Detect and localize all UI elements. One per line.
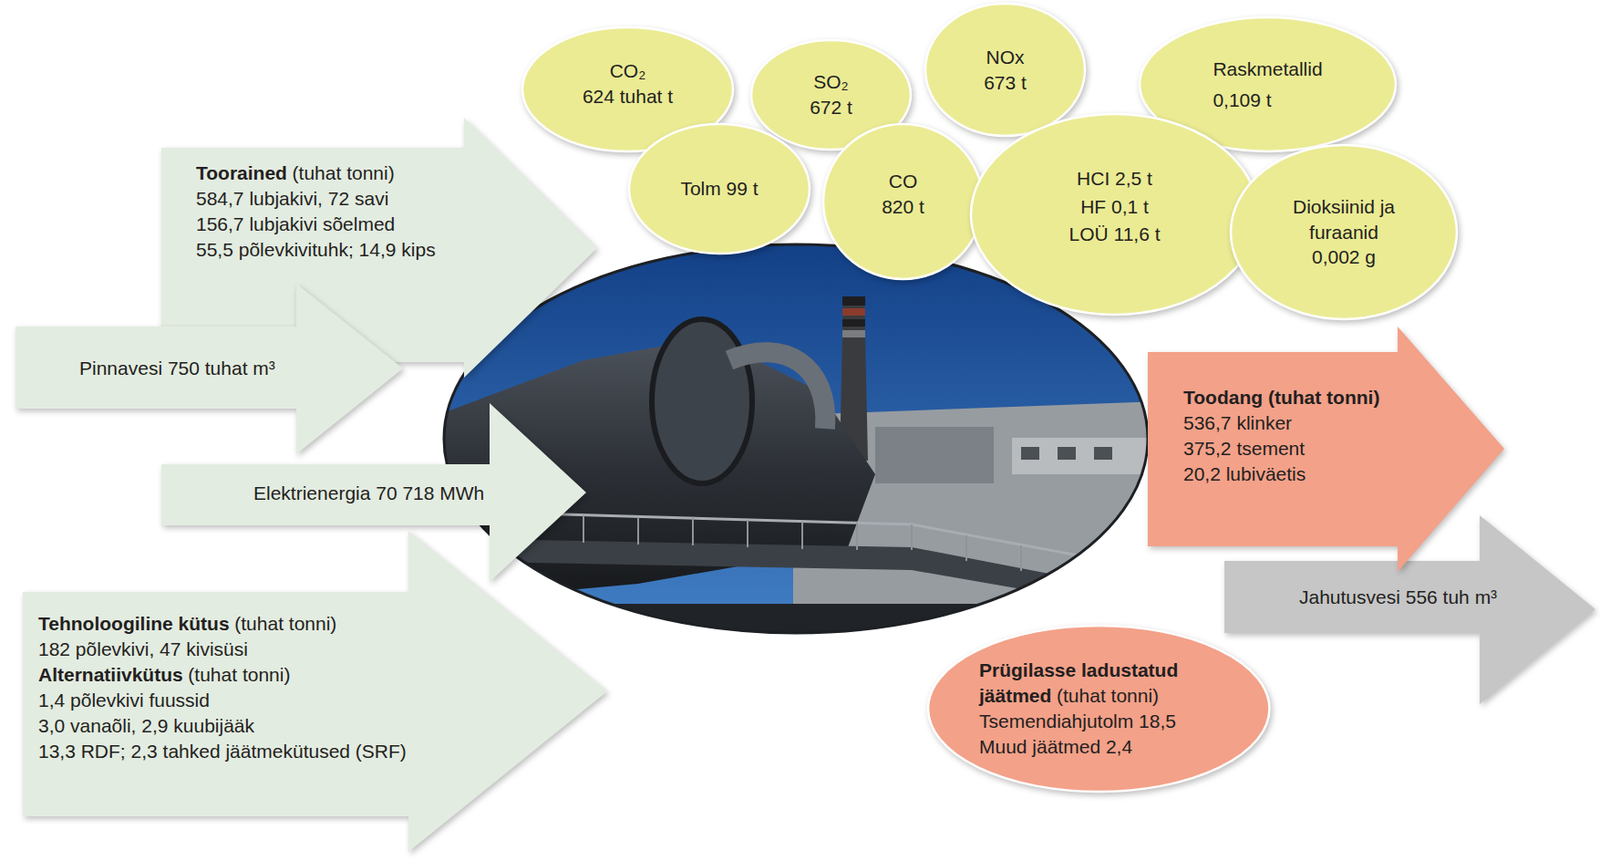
- cooling-water-arrow-text: Jahutusvesi 556 tuh m³: [1299, 584, 1573, 610]
- text-group: Raskmetallid0,109 t: [1212, 53, 1322, 115]
- arrow-outline: [15, 283, 403, 455]
- ellipse-outline: [925, 3, 1085, 136]
- emission-ellipse: Tolm 99 t: [627, 122, 812, 256]
- emission-ellipse: HCI 2,5 tHF 0,1 tLOÜ 11,6 t: [969, 112, 1260, 317]
- emission-ellipse-text: CO: [881, 168, 925, 195]
- emission-ellipse-text: LOÜ 11,6 t: [1069, 220, 1161, 248]
- output-arrow-text: 536,7 klinker: [1183, 410, 1457, 436]
- output-arrow-text: 375,2 tsement: [1183, 435, 1457, 462]
- input-arrow-text: Toorained: [196, 162, 288, 184]
- kiln-ring: [651, 319, 753, 484]
- input-arrow-text: 13,3 RDF; 2,3 tahked jäätmekütused (SRF): [38, 738, 513, 764]
- chimney: [839, 296, 868, 461]
- input-arrow: Tehnoloogiline kütus(tuhat tonni)182 põl…: [22, 530, 608, 852]
- arrow-outline: [1224, 515, 1596, 704]
- input-arrow-text: Tehnoloogiline kütus: [38, 612, 230, 634]
- text-group: Toorained(tuhat tonni)584,7 lubjakivi, 7…: [196, 160, 561, 263]
- kiln-pipe: [729, 351, 826, 429]
- output-arrow-text: 20,2 lubiväetis: [1183, 461, 1457, 487]
- input-arrow-text: 156,7 lubjakivi sõelmed: [196, 211, 561, 238]
- waste-ellipse-text: Muud jäätmed 2,4: [979, 733, 1219, 760]
- text-group: Prügilasse ladustatud jäätmed(tuhat tonn…: [979, 657, 1219, 760]
- window: [1094, 446, 1113, 460]
- waste-ellipse-text: (tuhat tonni): [1056, 684, 1159, 706]
- arrow-outline: [1147, 326, 1505, 572]
- building: [793, 401, 1158, 639]
- input-arrow-text: (tuhat tonni): [234, 612, 337, 634]
- text-group: Jahutusvesi 556 tuh m³: [1299, 584, 1573, 610]
- waste-ellipse-text: Tsemendiahjutolm 18,5: [979, 708, 1219, 734]
- input-arrow-text: 1,4 põlevkivi fuussid: [38, 687, 513, 713]
- emission-ellipse-text: Dioksiinid ja furaanid: [1270, 194, 1417, 246]
- output-arrow-text: Toodang (tuhat tonni): [1183, 384, 1457, 411]
- ellipse-outline: [629, 123, 810, 254]
- input-arrow: Elektrienergia 70 718 MWh: [161, 402, 587, 582]
- window: [1021, 446, 1040, 460]
- input-arrow: Pinnavesi 750 tuhat m³: [15, 283, 403, 455]
- text-group: Dioksiinid ja furaanid0,002 g: [1270, 194, 1417, 271]
- emission-ellipse-text: 672 t: [809, 94, 853, 121]
- input-arrow-text: Pinnavesi 750 tuhat m³: [79, 355, 381, 382]
- ellipse-outline: [928, 625, 1270, 792]
- ellipse-outline: [823, 123, 983, 279]
- output-arrow: Toodang (tuhat tonni)536,7 klinker375,2 …: [1147, 326, 1505, 572]
- emission-ellipse-text: 820 t: [881, 194, 925, 220]
- waste-ellipse-shape: [926, 623, 1271, 794]
- chimney-band: [842, 296, 866, 306]
- text-group: HCI 2,5 tHF 0,1 tLOÜ 11,6 t: [1069, 165, 1161, 248]
- cooling-water-arrow: Jahutusvesi 556 tuh m³: [1224, 515, 1596, 704]
- input-arrow-text: Elektrienergia 70 718 MWh: [253, 480, 564, 506]
- text-group: Tehnoloogiline kütus(tuhat tonni)182 põl…: [38, 610, 513, 764]
- input-arrow-text: 182 põlevkivi, 47 kivisüsi: [38, 636, 513, 662]
- emission-ellipse-text: 0,109 t: [1212, 84, 1322, 116]
- input-arrow-text: 55,5 põlevkivituhk; 14,9 kips: [196, 237, 561, 263]
- input-arrow-text: 3,0 vanaõli, 2,9 kuubijääk: [38, 712, 513, 739]
- input-arrow-text: 584,7 lubjakivi, 72 savi: [196, 185, 561, 212]
- text-group: Elektrienergia 70 718 MWh: [253, 480, 564, 506]
- emission-ellipse: Dioksiinid ja furaanid0,002 g: [1228, 143, 1459, 321]
- ellipse-outline: [970, 113, 1259, 315]
- walkway: [437, 537, 1158, 613]
- emission-ellipse-text: 673 t: [983, 70, 1027, 96]
- window: [1057, 446, 1076, 460]
- chimney-band: [842, 319, 866, 327]
- text-group: Tolm 99 t: [680, 175, 758, 202]
- text-group: CO₂624 tuhat t: [582, 58, 673, 110]
- text-group: SO₂672 t: [809, 69, 853, 121]
- emission-ellipse-text: 624 tuhat t: [582, 83, 673, 110]
- building-upper: [875, 426, 994, 484]
- input-arrow-text: (tuhat tonni): [292, 162, 395, 184]
- emission-ellipse-text: SO₂: [809, 69, 853, 95]
- text-group: Pinnavesi 750 tuhat m³: [79, 355, 381, 382]
- building-face: [1011, 437, 1149, 475]
- chimney-band: [842, 330, 866, 338]
- text-group: Toodang (tuhat tonni)536,7 klinker375,2 …: [1183, 384, 1457, 487]
- railing-posts: [474, 511, 1131, 590]
- waste-ellipse: Prügilasse ladustatud jäätmed(tuhat tonn…: [926, 623, 1271, 794]
- text-group: CO820 t: [881, 168, 925, 220]
- arrow-outline: [161, 402, 587, 582]
- emission-ellipse: CO820 t: [821, 122, 985, 281]
- input-arrow-text: Alternatiivkütus: [38, 663, 184, 685]
- emission-ellipse-text: HCI 2,5 t: [1069, 165, 1161, 193]
- emission-ellipse-text: NOx: [983, 44, 1027, 71]
- text-group: NOx673 t: [983, 44, 1027, 96]
- chimney-band: [842, 308, 866, 316]
- emission-ellipse-text: CO₂: [582, 58, 673, 84]
- emission-ellipse: NOx673 t: [923, 1, 1087, 138]
- emission-ellipse-text: HF 0,1 t: [1069, 193, 1161, 221]
- emission-ellipse-text: 0,002 g: [1270, 244, 1417, 270]
- emission-ellipse-shape: [923, 1, 1087, 138]
- cooling-water-arrow-shape: [1224, 515, 1596, 704]
- ellipse-outline: [1230, 144, 1457, 320]
- input-arrow-text: (tuhat tonni): [187, 663, 290, 685]
- photo-frame: [443, 244, 1148, 633]
- emission-ellipse-text: Raskmetallid: [1212, 53, 1322, 85]
- arrow-outline: [22, 530, 608, 852]
- emission-ellipse-text: Tolm 99 t: [680, 175, 758, 202]
